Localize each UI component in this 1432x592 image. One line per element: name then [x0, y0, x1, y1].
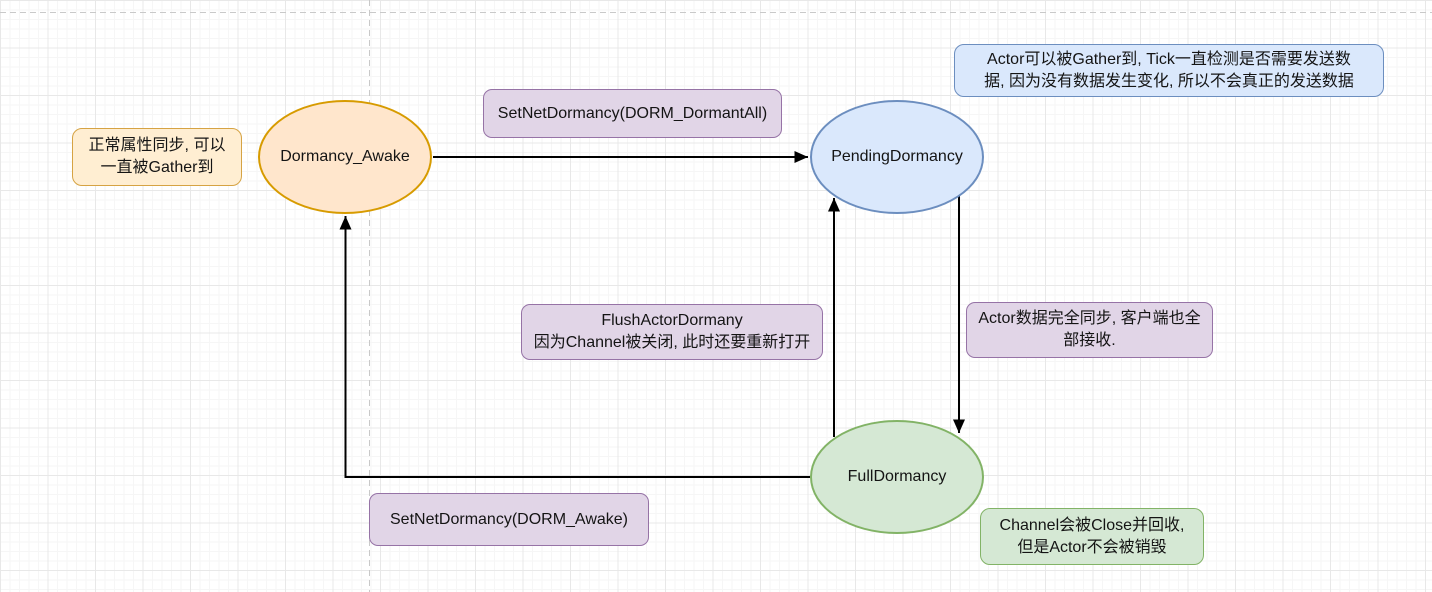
edge-label-setnetdormancy-awake[interactable]: SetNetDormancy(DORM_Awake) [369, 493, 649, 546]
state-label: FullDormancy [847, 468, 947, 485]
note-pending-state[interactable]: Actor可以被Gather到, Tick一直检测是否需要发送数 据, 因为没有… [954, 44, 1384, 97]
note-text: Channel会被Close并回收, 但是Actor不会被销毁 [999, 516, 1185, 556]
edge-label-actor-data-synced[interactable]: Actor数据完全同步, 客户端也全 部接收. [966, 302, 1213, 358]
edge-label-text: SetNetDormancy(DORM_Awake) [390, 510, 628, 528]
state-label: PendingDormancy [831, 148, 963, 165]
edge-label-text: Actor数据完全同步, 客户端也全 部接收. [978, 310, 1201, 349]
note-awake-state[interactable]: 正常属性同步, 可以 一直被Gather到 [72, 128, 242, 186]
edge-full-to-awake[interactable] [339, 216, 811, 478]
note-text: Actor可以被Gather到, Tick一直检测是否需要发送数 据, 因为没有… [984, 50, 1354, 90]
note-full-state[interactable]: Channel会被Close并回收, 但是Actor不会被销毁 [980, 508, 1204, 565]
edge-label-setnetdormancy-dormantall[interactable]: SetNetDormancy(DORM_DormantAll) [483, 89, 782, 138]
edge-label-flushactordormany[interactable]: FlushActorDormany 因为Channel被关闭, 此时还要重新打开 [521, 304, 823, 360]
state-node-pending-dormancy[interactable]: PendingDormancy [810, 100, 984, 214]
state-node-dormancy-awake[interactable]: Dormancy_Awake [258, 100, 432, 214]
state-label: Dormancy_Awake [280, 148, 410, 165]
edge-label-text: FlushActorDormany 因为Channel被关闭, 此时还要重新打开 [533, 312, 811, 351]
state-node-full-dormancy[interactable]: FullDormancy [810, 420, 984, 534]
note-text: 正常属性同步, 可以 一直被Gather到 [88, 137, 226, 176]
edge-label-text: SetNetDormancy(DORM_DormantAll) [497, 104, 768, 122]
